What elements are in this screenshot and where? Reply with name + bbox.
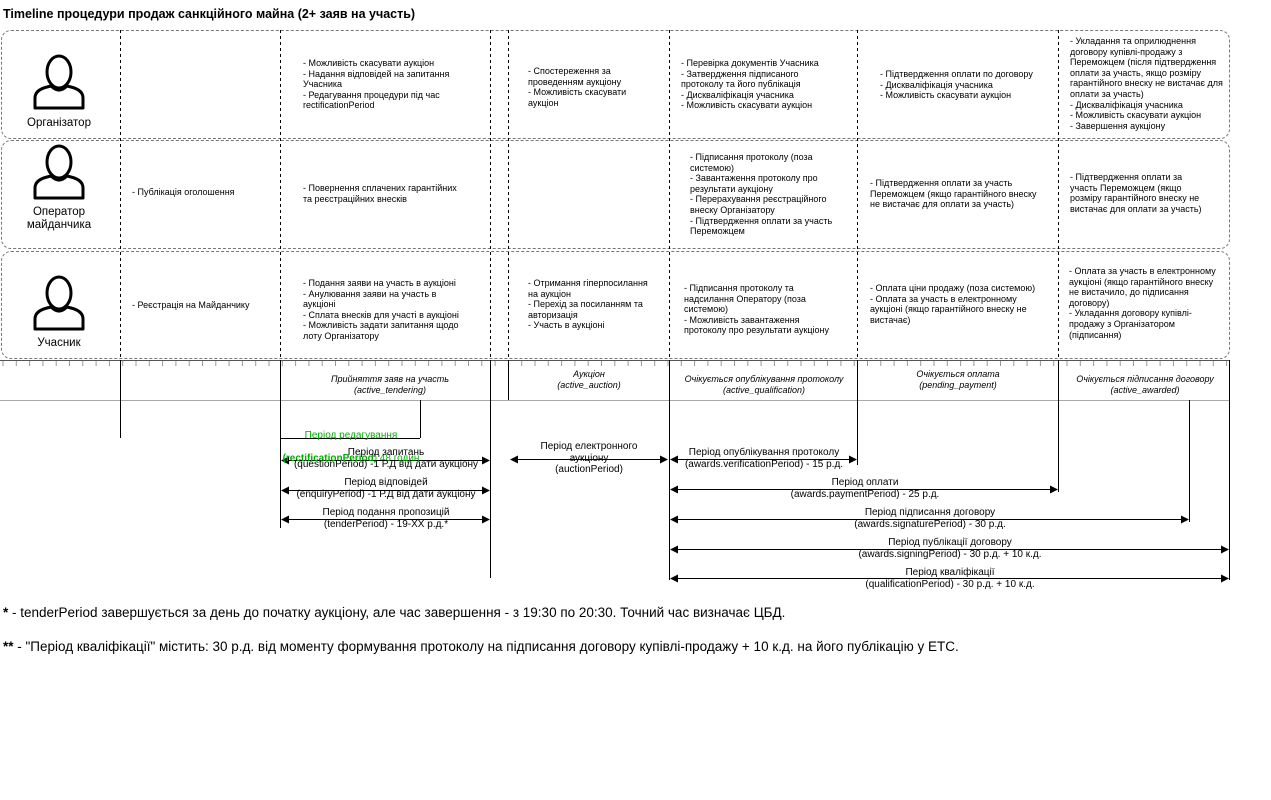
rectification-code: (rectificationPeriod xyxy=(282,452,374,464)
column-dividers xyxy=(120,30,1059,360)
footnote-text: - tenderPeriod завершується за день до п… xyxy=(8,605,786,620)
footnote-mark: * xyxy=(3,605,9,620)
person-icon xyxy=(33,54,85,110)
signature-period-label: Період підписання договору (awards.signa… xyxy=(854,507,1006,530)
stage-lines xyxy=(120,360,1230,580)
organizer-tendering-actions: - Можливість скасувати аукціон - Надання… xyxy=(303,58,450,111)
role-operator: Оператор майданчика xyxy=(26,206,92,231)
stage-active-tendering: Прийняття заяв на участь (active_tenderi… xyxy=(331,374,449,395)
rectification-duration: ) 48 годин xyxy=(373,452,420,464)
role-participant: Учасник xyxy=(37,337,81,349)
organizer-qualification-actions: - Перевірка документів Учасника - Затвер… xyxy=(681,58,819,111)
operator-qualification-actions: - Підписання протоколу (поза системою) -… xyxy=(690,152,833,237)
participant-awarded-actions: - Оплата за участь в електронному аукціо… xyxy=(1069,266,1216,340)
signing-period-label: Період публікації договору (awards.signi… xyxy=(858,537,1042,560)
role-organizer: Організатор xyxy=(27,117,91,129)
participant-payment-actions: - Оплата ціни продажу (поза системою) - … xyxy=(870,283,1036,325)
organizer-auction-actions: - Спостереження за проведенням аукціону … xyxy=(528,66,627,108)
operator-awarded-actions: - Підтвердження оплати за участь Перемож… xyxy=(1070,172,1202,214)
stage-pending-payment: Очікується оплата (pending_payment) xyxy=(916,369,1000,390)
rectification-period-label: Період редагування (rectificationPeriod)… xyxy=(281,418,421,464)
participant-registration-actions: - Реєстрація на Майданчику xyxy=(132,300,250,310)
person-icon xyxy=(33,275,85,331)
auction-period-label: Період електронного аукціону (auctionPer… xyxy=(540,441,638,475)
question-period-label: Період запитань (questionPeriod) -1 Р.Д … xyxy=(293,447,479,470)
period-arrows xyxy=(281,455,1229,583)
footnote-tender: * - tenderPeriod завершується за день до… xyxy=(3,605,785,620)
page-title: Timeline процедури продаж санкційного ма… xyxy=(3,7,416,21)
tender-period-label: Період подання пропозицій (tenderPeriod)… xyxy=(322,507,450,530)
stage-active-auction: Аукціон (active_auction) xyxy=(557,369,621,390)
stage-active-qualification: Очікується опублікування протоколу (acti… xyxy=(684,374,844,395)
operator-payment-actions: - Підтвердження оплати за участь Перемож… xyxy=(870,178,1037,210)
lane-organizer xyxy=(1,30,1230,139)
participant-qualification-actions: - Підписання протоколу та надсилання Опе… xyxy=(684,283,830,336)
organizer-payment-actions: - Підтвердження оплати по договору - Дис… xyxy=(880,69,1033,101)
rectification-title: Період редагування xyxy=(304,429,398,441)
lane-participant xyxy=(1,251,1230,359)
footnote-text: - "Період кваліфікації" містить: 30 р.д.… xyxy=(13,639,959,654)
participant-auction-actions: - Отримання гіперпосилання на аукціон - … xyxy=(528,278,648,331)
organizer-awarded-actions: - Укладання та оприлюднення договору куп… xyxy=(1070,36,1223,131)
stage-active-awarded: Очікується підписання договору (active_a… xyxy=(1076,374,1214,395)
footnote-qualification: ** - "Період кваліфікації" містить: 30 р… xyxy=(3,639,959,654)
verification-period-label: Період опублікування протоколу (awards.v… xyxy=(684,447,844,470)
qualification-period-label: Період кваліфікації (qualificationPeriod… xyxy=(865,567,1035,590)
operator-publication-actions: - Публікація оголошення xyxy=(132,187,235,197)
person-icon xyxy=(33,144,85,200)
operator-tendering-actions: - Повернення сплачених гарантійних та ре… xyxy=(303,183,457,204)
participant-tendering-actions: - Подання заяви на участь в аукціоні - А… xyxy=(303,278,459,341)
payment-period-label: Період оплати (awards.paymentPeriod) - 2… xyxy=(790,477,940,500)
footnote-mark: ** xyxy=(3,639,14,654)
enquiry-period-label: Період відповідей (enquiryPeriod) -1 Р.Д… xyxy=(296,477,476,500)
lane-operator xyxy=(1,140,1230,249)
